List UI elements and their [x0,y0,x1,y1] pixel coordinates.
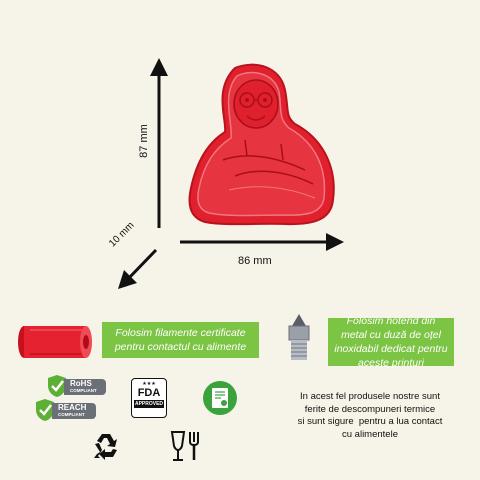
hotend-feature-text: Folosim hotend din metal cu duză de oțel… [334,315,448,369]
depth-arrow-icon [118,248,158,289]
info-line-3: si sunt sigure pentru a lua contact [297,416,443,427]
check-shield-icon [36,399,54,421]
reach-sub: COMPLIANT [58,412,85,417]
hotend-feature-box: Folosim hotend din metal cu duză de oțel… [328,315,454,369]
certificate-icon [203,381,237,415]
width-arrow-icon [180,233,344,251]
reach-title: REACH [58,403,87,412]
check-shield-icon [48,375,66,397]
height-arrow-icon [150,58,168,228]
food-safe-icon [170,431,199,461]
reach-badge: REACH COMPLIANT [34,399,98,422]
cookie-cutter-product [188,63,335,226]
info-paragraph: In acest fel produsele nostre sunt ferit… [290,391,450,441]
filament-feature-box: Folosim filamente certificate pentru con… [102,322,259,358]
hotend-nozzle-icon [288,314,310,360]
fda-title: FDA [137,387,161,399]
height-label: 87 mm [138,124,150,158]
fda-badge: ★★★ FDA APPROVED [131,378,167,418]
filament-spool-icon [18,326,92,358]
rohs-sub: COMPLIANT [70,388,97,393]
filament-feature-text: Folosim filamente certificate pentru con… [114,327,247,353]
info-line-1: In acest fel produsele nostre sunt [300,391,440,402]
fda-sub: APPROVED [134,400,164,408]
rohs-badge: RoHS COMPLIANT [46,375,108,398]
recycle-icon [94,434,117,460]
info-line-4: cu alimentele [342,428,398,440]
width-label: 86 mm [238,255,272,267]
info-line-2: ferite de descompuneri termice [304,403,436,415]
star-icon: ★★★ [142,381,156,387]
rohs-title: RoHS [70,379,92,388]
